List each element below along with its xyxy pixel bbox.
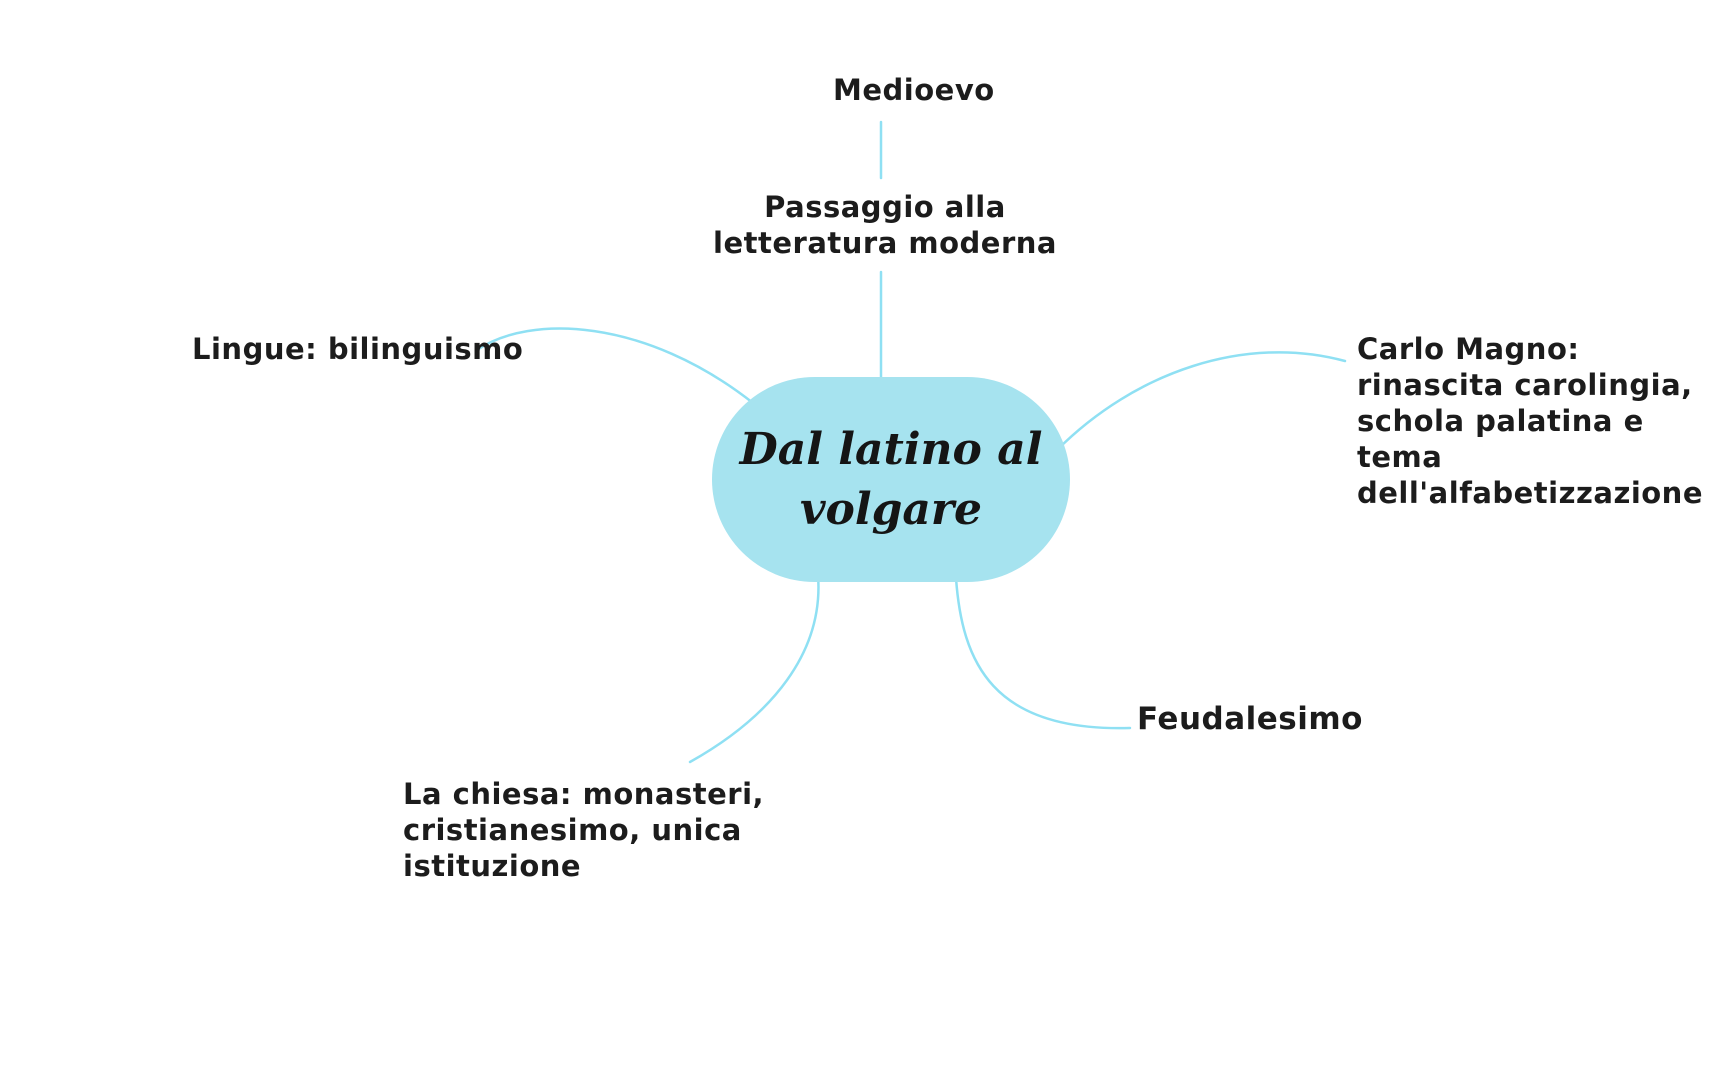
central-node-title-line2: volgare xyxy=(799,483,983,535)
carlo-magno-text-line2: rinascita carolingia, xyxy=(1357,368,1693,402)
passaggio-text-line1: Passaggio alla xyxy=(764,190,1006,224)
branch-label-lingue[interactable]: Lingue: bilinguismo xyxy=(192,331,523,367)
passaggio-text-line2: letteratura moderna xyxy=(713,226,1057,260)
chiesa-text-line2: cristianesimo, unica xyxy=(403,813,742,847)
carlo-magno-text-line1: Carlo Magno: xyxy=(1357,332,1580,366)
branch-label-medioevo[interactable]: Medioevo xyxy=(833,72,995,108)
branch-label-passaggio[interactable]: Passaggio alla letteratura moderna xyxy=(660,189,1110,261)
feudalesimo-text: Feudalesimo xyxy=(1137,701,1363,737)
branch-label-carlo-magno[interactable]: Carlo Magno: rinascita carolingia, schol… xyxy=(1357,331,1703,511)
branch-label-feudalesimo[interactable]: Feudalesimo xyxy=(1137,701,1363,737)
central-node-title-line1: Dal latino al xyxy=(739,423,1043,475)
carlo-magno-text-line4: tema xyxy=(1357,440,1443,474)
carlo-magno-text-line5: dell'alfabetizzazione xyxy=(1357,476,1703,510)
carlo-magno-text-line3: schola palatina e xyxy=(1357,404,1644,438)
branch-label-chiesa[interactable]: La chiesa: monasteri, cristianesimo, uni… xyxy=(403,776,764,884)
lingue-text: Lingue: bilinguismo xyxy=(192,332,524,366)
chiesa-text-line1: La chiesa: monasteri, xyxy=(403,777,765,811)
chiesa-text-line3: istituzione xyxy=(403,849,582,883)
medioevo-text: Medioevo xyxy=(833,73,995,107)
connector-node-to-chiesa xyxy=(688,573,820,764)
connector-node-to-carlo-magno xyxy=(1055,351,1347,452)
central-node[interactable]: Dal latino al volgare xyxy=(712,377,1070,582)
connector-node-to-feudalesimo xyxy=(954,576,1132,730)
